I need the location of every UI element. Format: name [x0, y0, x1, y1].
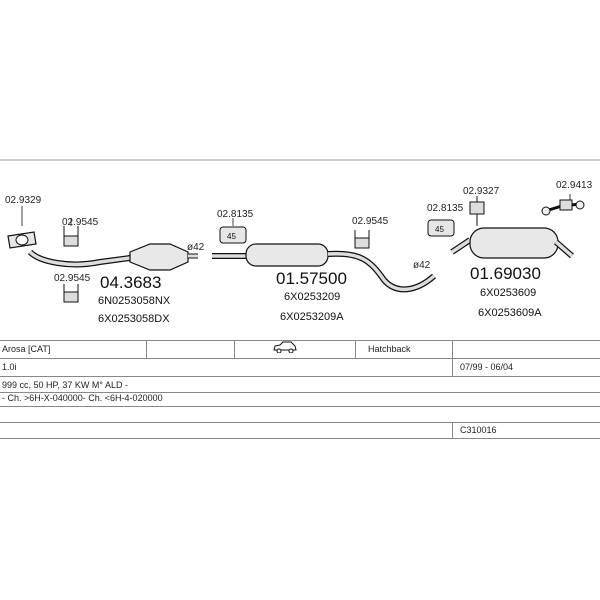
part-code-02-9545-c: 02.9545	[352, 216, 389, 227]
part-code-01-69030: 01.69030	[470, 264, 541, 283]
divider	[0, 422, 600, 423]
pipe-diameter-1: ø42	[187, 242, 205, 253]
vehicle-model: Arosa [CAT]	[2, 344, 51, 354]
sealing-ring-icon: 45	[427, 219, 455, 237]
oem-number: 6N0253058NX	[98, 295, 171, 307]
clamp-size-label: 45	[227, 232, 236, 241]
part-code-02-8135-b: 02.8135	[427, 203, 464, 214]
car-icon	[272, 341, 298, 358]
pipe-diameter-2: ø42	[413, 260, 431, 271]
info-row-chassis: - Ch. >6H-X-040000- Ch. <6H-4-020000	[0, 390, 600, 406]
catalog-number: C310016	[460, 425, 497, 435]
oem-number: 6X0253609	[480, 287, 536, 299]
centre-silencer-icon	[212, 243, 436, 293]
divider	[0, 406, 600, 407]
part-code-02-9329: 02.9329	[5, 195, 42, 206]
rubber-mount-icon	[469, 196, 485, 226]
part-code-02-9545-a: 02.9545	[62, 217, 99, 228]
info-row-model: Arosa [CAT] Hatchback	[0, 341, 600, 357]
engine-spec: 999 cc, 50 HP, 37 KW M° ALD -	[2, 380, 128, 390]
exhaust-system-drawing: 02.9329 02.9545 02.9545 ø42 04.3683 6N02…	[0, 159, 600, 325]
gasket-flange-icon	[7, 206, 37, 249]
exhaust-hanger-icon	[541, 194, 585, 216]
clamp-icon	[63, 284, 79, 303]
divider	[234, 340, 235, 358]
divider	[0, 376, 600, 377]
info-row-spec: 999 cc, 50 HP, 37 KW M° ALD -	[0, 377, 600, 393]
part-code-01-57500: 01.57500	[276, 269, 347, 288]
part-code-02-8135-a: 02.8135	[217, 209, 254, 220]
sealing-ring-icon: 45	[219, 218, 247, 244]
engine: 1.0i	[2, 362, 17, 372]
divider	[0, 392, 600, 393]
part-code-02-9545-b: 02.9545	[54, 273, 91, 284]
divider	[0, 340, 600, 341]
clamp-icon	[63, 218, 79, 247]
divider	[452, 340, 453, 358]
rear-silencer-icon	[450, 227, 574, 259]
part-code-02-9413: 02.9413	[556, 180, 593, 191]
part-code-02-9327: 02.9327	[463, 186, 500, 197]
chassis-range: - Ch. >6H-X-040000- Ch. <6H-4-020000	[2, 393, 163, 403]
oem-number: 6X0253209A	[280, 311, 344, 323]
body-type: Hatchback	[368, 344, 411, 354]
catalytic-converter-icon	[27, 243, 198, 271]
divider	[355, 340, 356, 358]
clamp-icon	[354, 230, 370, 249]
info-row-catalog: C310016	[0, 422, 600, 438]
divider	[0, 438, 600, 439]
divider	[146, 340, 147, 358]
divider	[452, 358, 453, 376]
oem-number: 6X0253209	[284, 291, 340, 303]
production-years: 07/99 - 06/04	[460, 362, 514, 372]
part-code-04-3683: 04.3683	[100, 273, 161, 292]
divider	[452, 422, 453, 438]
clamp-size-label: 45	[435, 225, 444, 234]
oem-number: 6X0253609A	[478, 307, 542, 319]
oem-number: 6X0253058DX	[98, 313, 170, 325]
info-row-engine: 1.0i 07/99 - 06/04	[0, 359, 600, 375]
divider	[0, 358, 600, 359]
